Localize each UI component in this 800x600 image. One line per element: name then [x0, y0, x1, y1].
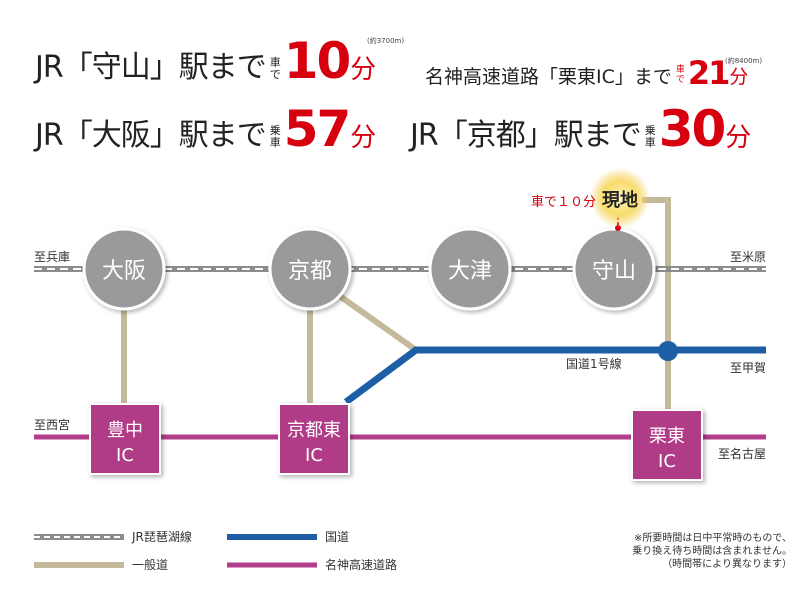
svg-text:一般道: 一般道 — [132, 557, 168, 572]
ic-toyonaka: 豊中 IC — [89, 403, 161, 475]
label-nagoya: 至名古屋 — [718, 446, 766, 461]
headline-osaka: JR「大阪」駅まで 乗 車 57 分 — [35, 100, 377, 158]
road-kyoto-route1 — [332, 289, 418, 353]
headline-meishin: 名神高速道路「栗東IC」まで 車 で 21 分 (約8400m) — [425, 54, 762, 92]
headline-moriyama-mode: 車 で — [269, 55, 281, 81]
svg-text:豊中: 豊中 — [107, 420, 143, 441]
station-osaka: 大阪 — [82, 227, 166, 311]
svg-text:IC: IC — [305, 445, 323, 466]
headline-moriyama: JR「守山」駅まで 車 で 10 分 (約3700m) — [35, 32, 404, 90]
headline-kyoto-unit: 分 — [725, 122, 752, 153]
site-time: 車で１０分 — [531, 195, 596, 210]
svg-text:栗東: 栗東 — [649, 426, 685, 447]
legend-jr: JR琵琶湖線 — [34, 529, 192, 544]
legend-national-road: 国道 — [227, 530, 349, 544]
label-maibara: 至米原 — [730, 250, 766, 264]
headline-moriyama-text: JR「守山」駅まで — [35, 49, 267, 85]
headline-moriyama-minutes: 10 — [283, 32, 352, 90]
svg-text:IC: IC — [658, 451, 676, 472]
svg-text:京都東: 京都東 — [287, 420, 341, 441]
station-otsu: 大津 — [428, 227, 512, 311]
station-kyoto-label: 京都 — [288, 259, 332, 284]
label-koka: 至甲賀 — [730, 361, 766, 375]
headline-meishin-unit: 分 — [729, 66, 749, 89]
site-label: 現地 — [602, 189, 638, 211]
headline-meishin-minutes: 21 — [687, 54, 731, 92]
station-osaka-label: 大阪 — [102, 259, 146, 284]
headline-kyoto: JR「京都」駅まで 乗 車 30 分 — [410, 100, 752, 158]
headline-kyoto-text: JR「京都」駅まで — [410, 117, 642, 153]
label-nishinomiya: 至西宮 — [34, 417, 70, 432]
site-marker: 現地 車で１０分 — [531, 168, 650, 231]
road-site-ritto — [642, 197, 671, 410]
svg-text:名神高速道路: 名神高速道路 — [325, 557, 397, 572]
ic-ritto: 栗東 IC — [631, 409, 703, 481]
general-roads — [121, 197, 671, 410]
label-hyogo: 至兵庫 — [34, 250, 70, 264]
headline-kyoto-minutes: 30 — [658, 100, 727, 158]
svg-text:JR琵琶湖線: JR琵琶湖線 — [131, 529, 192, 544]
station-kyoto: 京都 — [268, 227, 352, 311]
headline-moriyama-distance: (約3700m) — [367, 37, 405, 45]
headline-kyoto-mode: 乗 車 — [644, 123, 656, 149]
ic-kyotohigashi: 京都東 IC — [278, 403, 350, 475]
headline-moriyama-unit: 分 — [350, 54, 377, 85]
legend: JR琵琶湖線 一般道 国道 名神高速道路 — [34, 529, 397, 572]
headline-meishin-mode: 車 で — [675, 65, 685, 86]
headline-osaka-unit: 分 — [350, 122, 377, 153]
station-moriyama: 守山 — [572, 227, 656, 311]
label-route1: 国道1号線 — [566, 356, 622, 371]
disclaimer: ※所要時間は日中平常時のもので、 乗り換え待ち時間は含まれません。 （時間帯によ… — [632, 533, 792, 570]
headline-osaka-mode: 乗 車 — [269, 123, 281, 149]
legend-general-road: 一般道 — [34, 557, 168, 572]
station-otsu-label: 大津 — [448, 259, 492, 284]
headline-meishin-distance: (約8400m) — [725, 57, 763, 65]
station-moriyama-label: 守山 — [592, 259, 636, 284]
headline-osaka-minutes: 57 — [283, 100, 352, 158]
route1-junction — [658, 341, 678, 361]
national-route-1 — [343, 346, 766, 405]
headline-osaka-text: JR「大阪」駅まで — [35, 117, 267, 153]
svg-text:国道: 国道 — [325, 530, 349, 544]
headline-meishin-text: 名神高速道路「栗東IC」まで — [425, 66, 672, 89]
svg-text:IC: IC — [116, 445, 134, 466]
legend-expressway: 名神高速道路 — [227, 557, 397, 572]
